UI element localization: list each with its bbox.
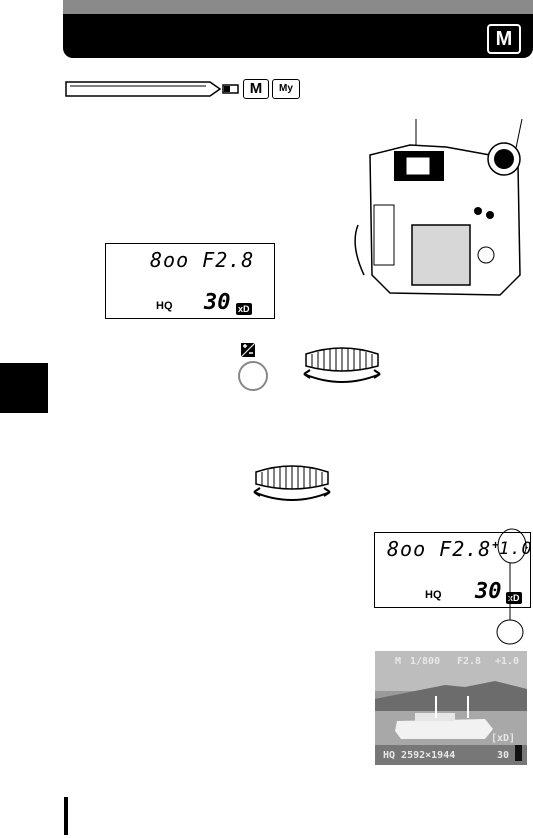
mode-my-icon: My bbox=[272, 79, 300, 99]
header-stripe bbox=[63, 0, 533, 14]
mode-arrow-pill bbox=[65, 81, 222, 97]
lcd-shutter-aperture: 8oo F2.8 bbox=[150, 248, 255, 272]
control-dial-icon-2[interactable] bbox=[250, 458, 334, 506]
mode-m-icon: M bbox=[243, 79, 269, 99]
lcd-exposure-value: 1.0 bbox=[499, 539, 533, 559]
chapter-side-tab bbox=[0, 363, 48, 413]
preview-aperture: F2.8 bbox=[457, 656, 482, 667]
af-target-frame bbox=[435, 696, 469, 718]
lcd-quality: HQ bbox=[156, 300, 173, 312]
control-dial-icon[interactable] bbox=[300, 340, 384, 388]
lcd-shutter-aperture: 8oo F2.8 bbox=[387, 537, 492, 561]
battery-icon bbox=[222, 84, 239, 94]
preview-media: [xD] bbox=[491, 733, 516, 744]
preview-scene bbox=[375, 651, 527, 765]
lcd-media: xD bbox=[236, 303, 252, 315]
camera-illustration bbox=[354, 118, 523, 296]
battery-icon bbox=[515, 745, 522, 761]
exposure-comp-button[interactable] bbox=[237, 360, 269, 392]
lcd-quality: HQ bbox=[425, 589, 442, 601]
exposure-callout bbox=[496, 528, 527, 645]
preview-count: 30 bbox=[497, 750, 510, 761]
preview-quality-size: HQ 2592×1944 bbox=[383, 750, 456, 761]
lcd-count: 30 bbox=[204, 290, 231, 315]
lcd-count: 30 bbox=[475, 579, 502, 604]
plus-minus-icon bbox=[240, 342, 256, 358]
lcd-panel-bottom: 8oo F2.8 + 1.0 HQ 30 xD bbox=[374, 532, 533, 608]
mode-icons: M My bbox=[222, 78, 300, 100]
monitor-preview: M 1/800 F2.8 +1.0 [xD] HQ 2592×1944 30 bbox=[375, 651, 527, 765]
lcd-panel-top: 8oo F2.8 HQ 30 xD bbox=[105, 243, 275, 319]
lcd-exposure-sign: + bbox=[492, 538, 500, 552]
preview-shutter: 1/800 bbox=[410, 656, 441, 667]
page-footer-bar bbox=[64, 797, 68, 835]
manual-mode-badge: M bbox=[487, 24, 521, 54]
preview-mode: M bbox=[395, 656, 402, 667]
preview-exposure: +1.0 bbox=[495, 656, 520, 667]
